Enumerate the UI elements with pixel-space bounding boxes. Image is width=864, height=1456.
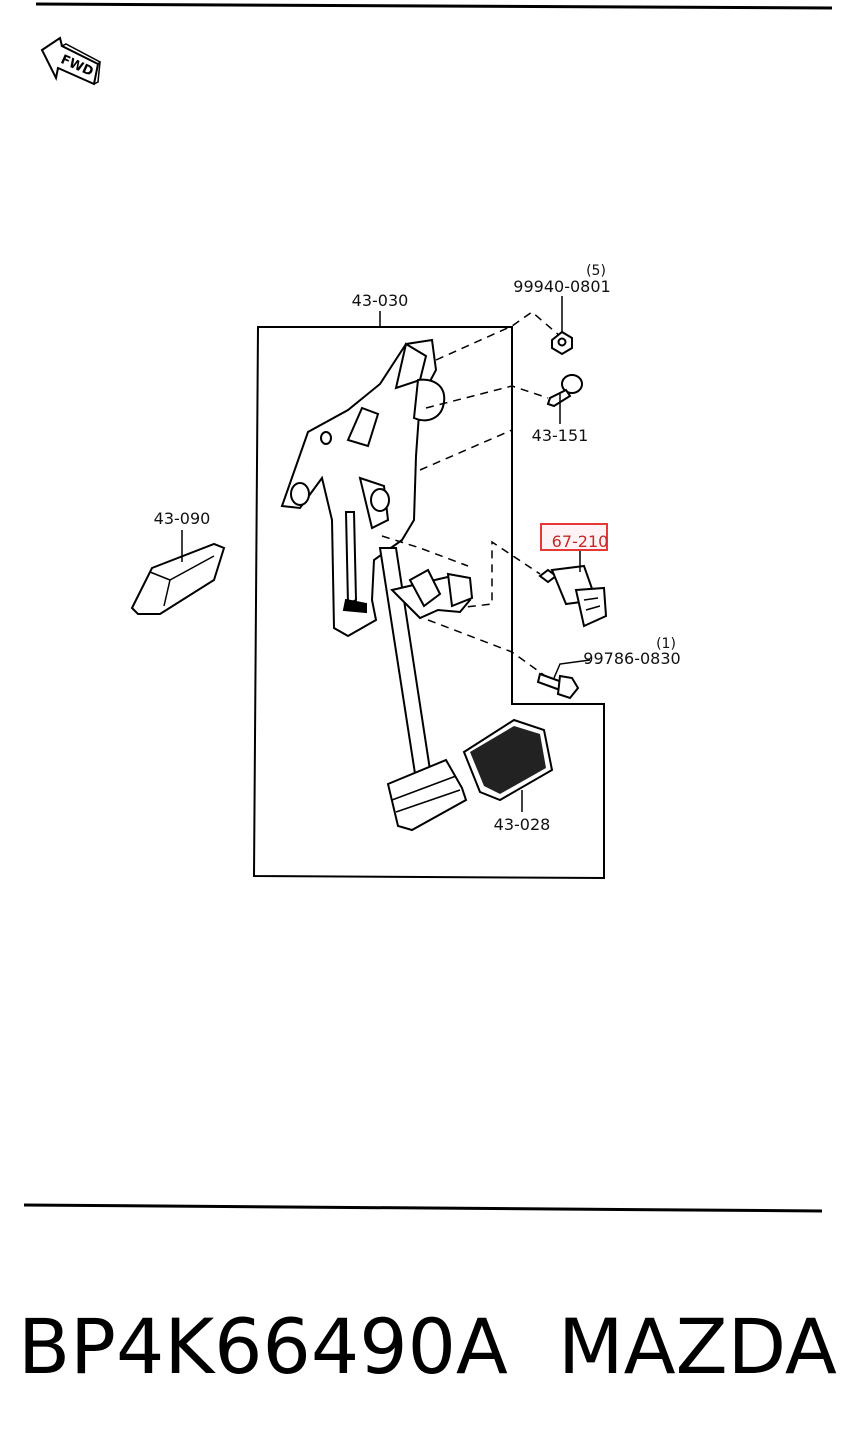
pedal-bracket [280,338,446,638]
bottom-rule [23,1203,823,1213]
callout-nut-qty: (5) [586,263,606,279]
brand-name: MAZDA [558,1302,837,1391]
nut-part [551,296,573,356]
callout-bolt-qty: (1) [656,636,676,652]
callout-nut: 99940-0801 [513,277,610,296]
pedal-arm [378,547,474,832]
callout-pin: 43-151 [532,426,589,445]
footer-caption: BP4K66490A MAZDA [18,1292,858,1402]
callout-pad: 43-028 [494,815,551,834]
assembly-guides [381,311,561,679]
fwd-arrow-icon: FWD [40,36,102,86]
callout-switch-highlight [540,523,608,551]
callout-bracket: 43-030 [352,291,409,310]
stopper-part [130,530,226,615]
callout-bolt: 99786-0830 [583,649,680,668]
top-rule [35,2,833,10]
bolt-part [536,659,591,700]
callout-switch: 67-210 [552,532,609,551]
pedal-pad-part [462,718,554,812]
pin-part [546,374,583,424]
callout-stopper: 43-090 [154,509,211,528]
assembly-outline [252,326,605,880]
part-number: BP4K66490A [18,1302,508,1391]
switch-part [538,550,608,628]
